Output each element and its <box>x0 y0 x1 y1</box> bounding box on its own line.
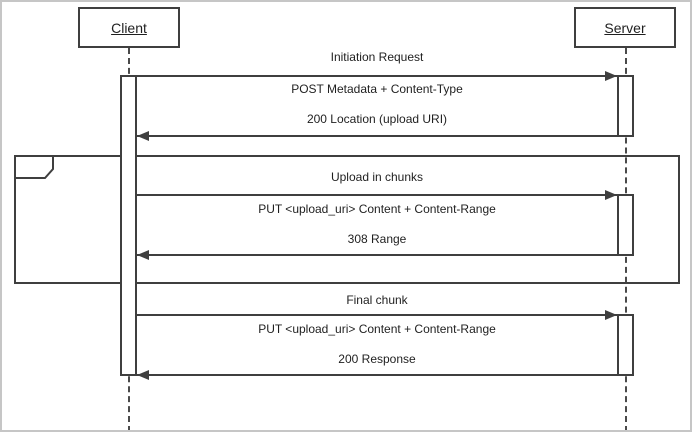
arrowhead-right-icon <box>605 71 617 81</box>
client-actor-box: Client <box>78 7 180 48</box>
arrowhead-right-icon <box>605 190 617 200</box>
exchange-1-title: Initiation Request <box>330 50 424 64</box>
exchange-1-request-arrow <box>137 75 617 77</box>
server-activation-bar-3 <box>617 314 634 376</box>
arrowhead-right-icon <box>605 310 617 320</box>
exchange-3-request-arrow <box>137 314 617 316</box>
exchange-2-request-arrow <box>137 194 617 196</box>
arrowhead-left-icon <box>137 370 149 380</box>
exchange-2-request-label: PUT <upload_uri> Content + Content-Range <box>258 202 496 216</box>
server-actor-box: Server <box>574 7 676 48</box>
exchange-3-response-label: 200 Response <box>338 352 416 366</box>
exchange-2-response-arrow <box>137 254 617 256</box>
arrowhead-left-icon <box>137 250 149 260</box>
exchange-1-response-label: 200 Location (upload URI) <box>306 112 448 126</box>
exchange-2-title: Upload in chunks <box>330 170 424 184</box>
server-activation-bar-1 <box>617 75 634 137</box>
exchange-1-request-label: POST Metadata + Content-Type <box>291 82 463 96</box>
loop-fragment: loop <box>14 155 680 284</box>
loop-tag-pentagon <box>14 155 54 179</box>
exchange-3-request-label: PUT <upload_uri> Content + Content-Range <box>258 322 496 336</box>
exchange-1-response-arrow <box>137 135 617 137</box>
client-actor-label: Client <box>111 19 147 36</box>
server-activation-bar-2 <box>617 194 634 256</box>
arrowhead-left-icon <box>137 131 149 141</box>
exchange-3-response-arrow <box>137 374 617 376</box>
server-actor-label: Server <box>604 19 646 36</box>
exchange-2-response-label: 308 Range <box>347 232 407 246</box>
client-activation-bar <box>120 75 137 376</box>
exchange-3-title: Final chunk <box>346 293 408 307</box>
